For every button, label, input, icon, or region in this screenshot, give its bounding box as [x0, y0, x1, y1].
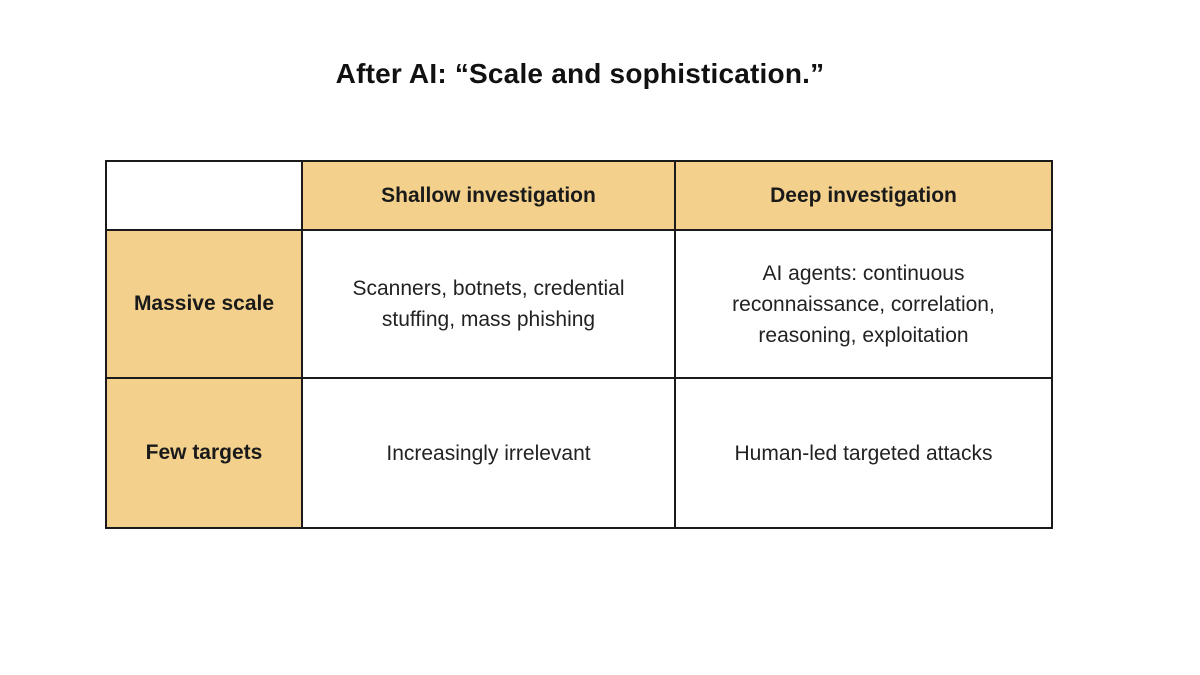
column-header-deep: Deep investigation [676, 162, 1051, 231]
cell-massive-deep: AI agents: continuous reconnaissance, co… [676, 231, 1051, 379]
cell-few-deep: Human-led targeted attacks [676, 379, 1051, 527]
matrix-table: Shallow investigation Deep investigation… [105, 160, 1053, 529]
cell-massive-shallow: Scanners, botnets, credential stuffing, … [303, 231, 676, 379]
column-header-shallow: Shallow investigation [303, 162, 676, 231]
row-header-few-targets: Few targets [107, 379, 303, 527]
cell-few-shallow: Increasingly irrelevant [303, 379, 676, 527]
corner-cell [107, 162, 303, 231]
row-header-massive-scale: Massive scale [107, 231, 303, 379]
page-title: After AI: “Scale and sophistication.” [335, 58, 825, 89]
